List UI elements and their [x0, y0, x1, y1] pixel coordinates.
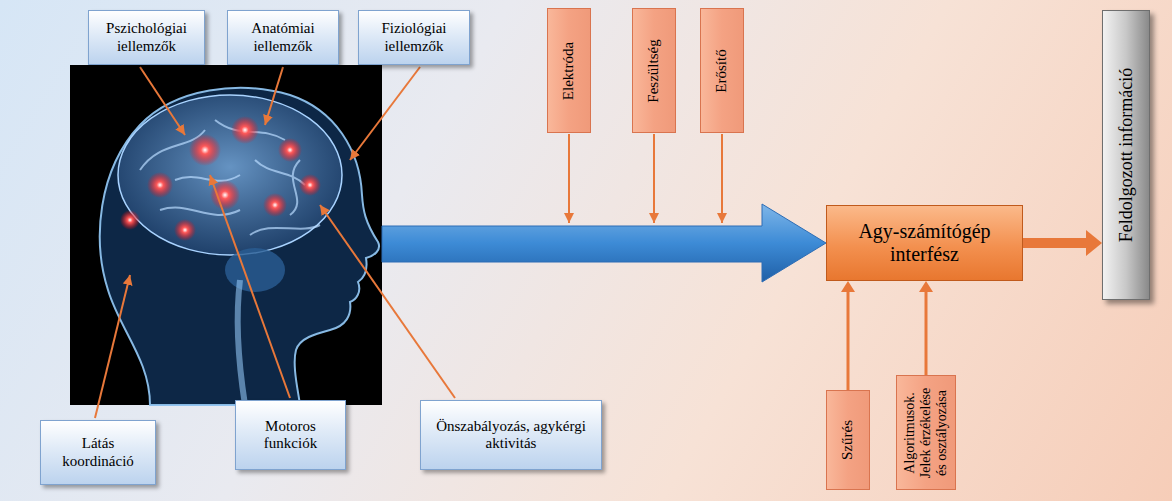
- component-box: Feszültség: [632, 8, 676, 133]
- box-label: Anatómiai iellemzők: [234, 20, 332, 55]
- characteristic-box: Fiziológiai iellemzők: [358, 10, 470, 65]
- interface-box: Agy-számítógép interfész: [826, 205, 1023, 281]
- characteristic-box: Anatómiai iellemzők: [227, 10, 339, 65]
- box-label: Fiziológiai iellemzők: [365, 20, 463, 55]
- head-illustration: [70, 65, 382, 405]
- box-label: Feszültség: [645, 13, 662, 128]
- processing-box: Algoritmusok. Jelek érzékelése és osztál…: [896, 375, 956, 490]
- component-box: Erősítő: [700, 8, 744, 133]
- box-label: Önszabályozás, agykérgi aktivitás: [427, 418, 595, 453]
- box-label: Algoritmusok. Jelek érzékelése és osztál…: [902, 380, 950, 485]
- flow-arrow: [919, 281, 933, 375]
- signal-arrow: [382, 204, 826, 282]
- box-label: Feldolgozott információ: [1116, 15, 1137, 295]
- function-box: Látás koordináció: [40, 420, 156, 485]
- component-box: Elektróda: [547, 8, 591, 133]
- function-box: Motoros funkciók: [235, 400, 346, 470]
- input-arrows: [569, 134, 722, 223]
- leader-lines: [95, 67, 455, 418]
- box-label: Erősítő: [713, 13, 730, 128]
- output-box: Feldolgozott információ: [1102, 10, 1150, 300]
- box-label: Látás koordináció: [47, 435, 149, 470]
- flow-arrow: [1023, 230, 1102, 256]
- box-label: Szűrés: [839, 395, 856, 485]
- characteristic-box: Pszichológiai iellemzők: [88, 10, 205, 65]
- flow-arrow: [841, 281, 855, 390]
- processing-box: Szűrés: [826, 390, 870, 490]
- box-label: Motoros funkciók: [242, 418, 339, 453]
- box-label: Elektróda: [560, 13, 577, 128]
- box-label: Agy-számítógép interfész: [835, 220, 1014, 266]
- function-box: Önszabályozás, agykérgi aktivitás: [420, 400, 602, 470]
- box-label: Pszichológiai iellemzők: [95, 20, 198, 55]
